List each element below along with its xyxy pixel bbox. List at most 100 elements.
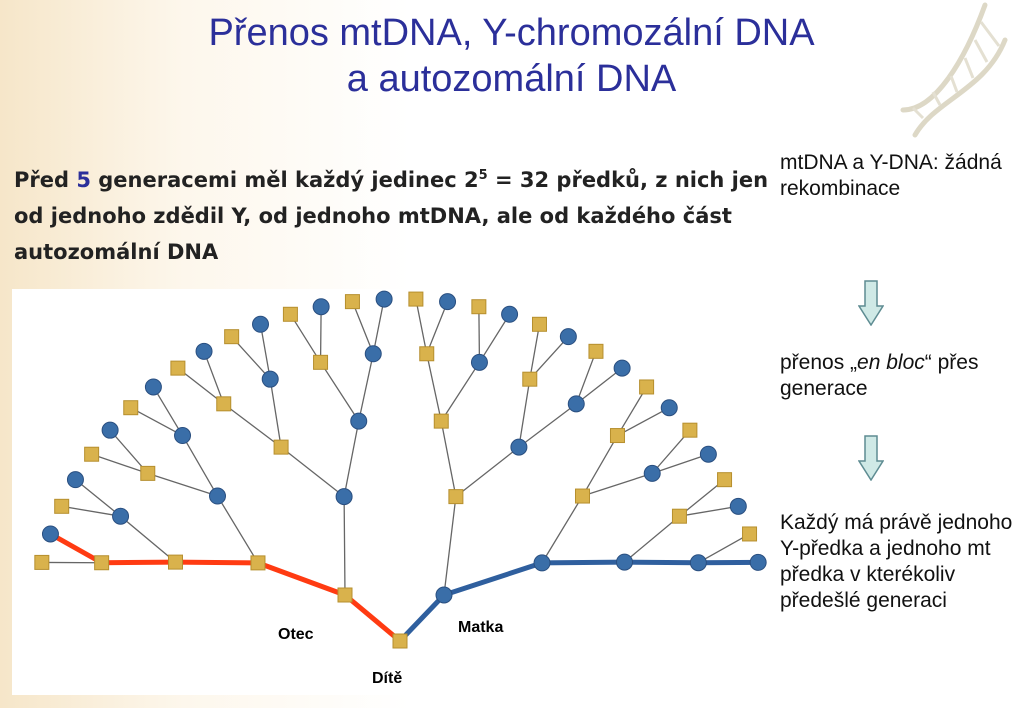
female-node (435, 586, 453, 604)
pedigree-edge (177, 367, 225, 405)
y-lineage-edge (99, 559, 178, 566)
pedigree-tree (34, 290, 767, 649)
side-note-single-ancestor: Každý má právě jednoho Y-předka a jednoh… (780, 511, 1013, 612)
female-node (501, 305, 519, 323)
pedigree-edge (455, 446, 520, 498)
female-node (364, 345, 382, 363)
female-node (41, 525, 59, 543)
mt-lineage-edge (539, 559, 628, 566)
pedigree-edge (74, 479, 122, 517)
female-node (209, 487, 227, 505)
pedigree-edge (581, 434, 619, 497)
y-lineage-edge (47, 531, 105, 566)
pedigree-diagram: Otec Matka Dítě (12, 289, 777, 695)
pedigree-edge (90, 453, 149, 475)
female-node (689, 554, 707, 572)
female-node (699, 445, 717, 463)
pedigree-edge (289, 313, 322, 363)
female-node (66, 471, 84, 489)
male-node (522, 371, 538, 387)
male-node (224, 329, 240, 345)
male-node (448, 489, 464, 505)
mt-lineage-edge (441, 560, 545, 598)
side-note-en-bloc: přenos „en bloc“ přes generace (780, 350, 1020, 402)
female-node (144, 378, 162, 396)
male-node (408, 291, 424, 307)
pedigree-edge (343, 420, 360, 498)
pedigree-edge (697, 533, 751, 564)
female-node (252, 315, 270, 333)
male-node (609, 428, 625, 444)
male-node (216, 396, 232, 412)
pedigree-edge (426, 300, 449, 355)
female-node (335, 488, 353, 506)
female-node (470, 353, 488, 371)
pedigree-edge (147, 472, 219, 497)
male-node (588, 343, 604, 359)
male-node (84, 446, 100, 462)
dna-helix-icon (895, 0, 1023, 140)
male-node (123, 400, 139, 416)
female-node (729, 497, 747, 515)
pedigree-edge (478, 306, 481, 363)
en-bloc-suffix: “ přes generace (780, 351, 979, 400)
exponent: 5 (478, 168, 488, 183)
male-node (344, 294, 360, 310)
y-lineage-edge (172, 559, 261, 566)
male-node (273, 439, 289, 455)
pedigree-edge (358, 353, 374, 422)
pedigree-edge (351, 300, 374, 355)
male-node (574, 488, 590, 504)
female-node (567, 395, 585, 413)
pedigree-edge (119, 515, 177, 563)
pedigree-edge (343, 495, 346, 596)
female-node (261, 370, 279, 388)
male-node (170, 360, 186, 376)
pedigree-edge (415, 298, 428, 355)
pedigree-edge (319, 306, 322, 363)
pedigree-edge (152, 386, 184, 437)
male-node (282, 306, 298, 322)
slide-title: Přenos mtDNA, Y-chromozální DNA a autozo… (0, 10, 1023, 102)
title-line-1: Přenos mtDNA, Y-chromozální DNA (208, 12, 815, 54)
female-node (350, 412, 368, 430)
pedigree-edge (440, 420, 457, 498)
pedigree-edge (529, 323, 541, 380)
female-node (312, 298, 330, 316)
male-node (671, 508, 687, 524)
pedigree-edge (518, 378, 531, 448)
pedigree-edge (541, 495, 584, 564)
male-node (742, 526, 758, 542)
male-node (717, 472, 733, 488)
female-node (174, 427, 192, 445)
male-node (639, 379, 655, 395)
pedigree-edge (616, 407, 670, 437)
pedigree-edge (518, 403, 577, 448)
pedigree-edge (440, 361, 481, 422)
male-node (471, 299, 487, 315)
male-node (140, 465, 156, 481)
pedigree-edge (651, 453, 710, 475)
pedigree-edge (623, 515, 681, 563)
y-lineage-edge (255, 560, 348, 598)
pedigree-edge (678, 505, 739, 517)
male-node (94, 555, 110, 571)
mother-label: Matka (458, 619, 504, 636)
pedigree-edge (426, 353, 442, 422)
down-arrow-icon (857, 280, 885, 327)
female-node (559, 328, 577, 346)
male-node (433, 413, 449, 429)
pedigree-edge (259, 323, 271, 380)
pedigree-edge (478, 313, 511, 363)
en-bloc-prefix: přenos „ (780, 351, 858, 374)
male-node (34, 554, 50, 570)
pedigree-edge (203, 350, 225, 405)
down-arrow-icon (857, 435, 885, 482)
pedigree-edge (269, 378, 282, 448)
female-node (510, 438, 528, 456)
female-node (439, 293, 457, 311)
female-node (375, 290, 393, 308)
pedigree-edge (678, 479, 726, 517)
male-node (337, 587, 353, 603)
pedigree-edge (575, 367, 623, 405)
